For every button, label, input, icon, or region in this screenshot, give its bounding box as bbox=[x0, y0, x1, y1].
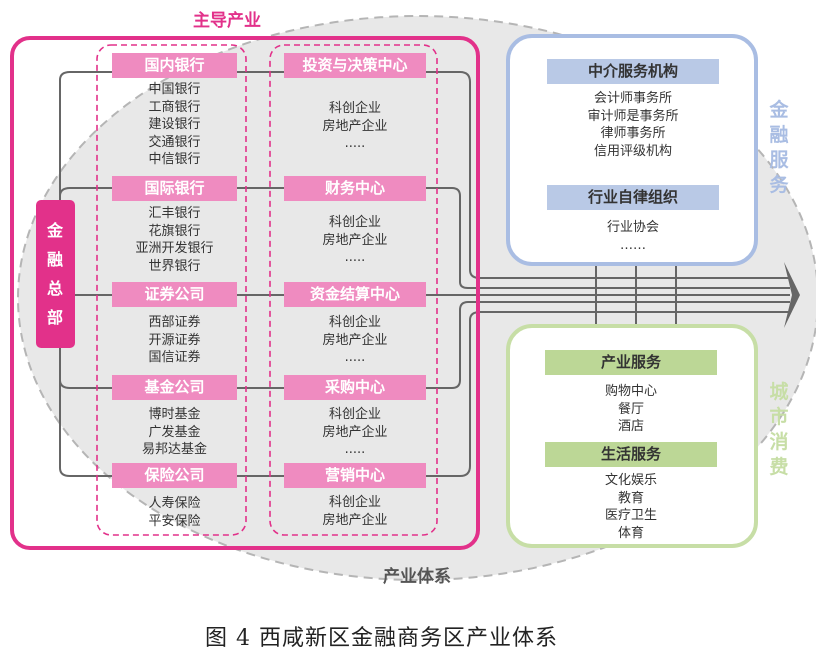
list-item: 建设银行 bbox=[148, 117, 201, 132]
list-self-regulatory: 行业协会 …… bbox=[547, 219, 719, 254]
list-settlement-center: 科创企业 房地产企业 ..... bbox=[284, 314, 426, 367]
list-item: 科创企业 bbox=[328, 315, 381, 330]
urban-consumption-frame bbox=[506, 324, 758, 548]
header-intermediary: 中介服务机构 bbox=[547, 59, 719, 84]
list-item: 科创企业 bbox=[328, 101, 381, 116]
list-item: …… bbox=[620, 237, 646, 253]
list-item: 行业协会 bbox=[606, 220, 659, 235]
list-item: ..... bbox=[344, 136, 366, 151]
list-item: 科创企业 bbox=[328, 407, 381, 422]
list-item: 餐厅 bbox=[617, 401, 644, 417]
header-insurance: 保险公司 bbox=[112, 463, 237, 488]
list-item: 酒店 bbox=[617, 419, 644, 434]
header-domestic-banks: 国内银行 bbox=[112, 53, 237, 78]
urban-consumption-text: 城市消费 bbox=[769, 381, 789, 478]
flow-arrow-head bbox=[784, 262, 800, 328]
header-self-regulatory: 行业自律组织 bbox=[547, 185, 719, 210]
list-item: 汇丰银行 bbox=[148, 206, 201, 221]
list-insurance: 人寿保险 平安保险 bbox=[112, 495, 237, 530]
industry-system-label: 产业体系 bbox=[383, 567, 451, 587]
list-finance-center: 科创企业 房地产企业 ..... bbox=[284, 214, 426, 267]
header-life-service: 生活服务 bbox=[545, 442, 717, 467]
list-item: 中国银行 bbox=[148, 82, 201, 97]
list-item: 教育 bbox=[617, 490, 644, 506]
list-item: 房地产企业 bbox=[322, 424, 388, 440]
list-item: 博时基金 bbox=[148, 407, 201, 422]
header-international-banks: 国际银行 bbox=[112, 176, 237, 201]
list-industry-service: 购物中心 餐厅 酒店 bbox=[545, 383, 717, 436]
list-item: 房地产企业 bbox=[322, 332, 388, 348]
finance-hq-label: 金融总部 bbox=[42, 216, 68, 332]
right-column-frame bbox=[269, 44, 438, 536]
list-investment-center: 科创企业 房地产企业 ..... bbox=[284, 100, 426, 153]
list-item: 西部证券 bbox=[148, 315, 201, 330]
list-domestic-banks: 中国银行 工商银行 建设银行 交通银行 中信银行 bbox=[112, 81, 237, 169]
header-investment-center: 投资与决策中心 bbox=[284, 53, 426, 78]
list-life-service: 文化娱乐 教育 医疗卫生 体育 bbox=[545, 472, 717, 542]
list-item: 科创企业 bbox=[328, 215, 381, 230]
list-item: 医疗卫生 bbox=[604, 508, 657, 523]
figure-caption: 图 4 西咸新区金融商务区产业体系 bbox=[205, 626, 558, 651]
list-item: 交通银行 bbox=[148, 134, 201, 150]
list-securities: 西部证券 开源证券 国信证券 bbox=[112, 314, 237, 367]
list-item: 房地产企业 bbox=[322, 118, 388, 134]
header-securities: 证券公司 bbox=[112, 282, 237, 307]
list-item: ..... bbox=[344, 250, 366, 265]
left-column-frame bbox=[96, 44, 247, 536]
list-item: 文化娱乐 bbox=[604, 473, 657, 488]
finance-hq-box bbox=[36, 200, 75, 348]
list-item: ..... bbox=[344, 350, 366, 365]
flow-lines bbox=[59, 71, 790, 477]
list-item: 花旗银行 bbox=[148, 223, 201, 239]
header-funds: 基金公司 bbox=[112, 375, 237, 400]
list-item: 人寿保险 bbox=[148, 496, 201, 511]
list-item: 律师事务所 bbox=[600, 126, 666, 141]
list-item: 审计师是事务所 bbox=[587, 108, 679, 124]
list-funds: 博时基金 广发基金 易邦达基金 bbox=[112, 406, 237, 459]
list-item: 中信银行 bbox=[148, 152, 201, 167]
finance-service-text: 金融服务 bbox=[769, 99, 789, 196]
list-item: ..... bbox=[344, 442, 366, 457]
header-procurement-center: 采购中心 bbox=[284, 375, 426, 400]
urban-consumption-label: 城市消费 bbox=[766, 380, 792, 480]
list-item: 广发基金 bbox=[148, 424, 201, 440]
list-procurement-center: 科创企业 房地产企业 ..... bbox=[284, 406, 426, 459]
list-international-banks: 汇丰银行 花旗银行 亚洲开发银行 世界银行 bbox=[112, 205, 237, 275]
list-item: 科创企业 bbox=[328, 495, 381, 510]
header-settlement-center: 资金结算中心 bbox=[284, 282, 426, 307]
list-item: 工商银行 bbox=[148, 99, 201, 115]
list-item: 平安保险 bbox=[148, 513, 201, 529]
list-item: 房地产企业 bbox=[322, 512, 388, 528]
list-item: 亚洲开发银行 bbox=[135, 241, 214, 256]
list-item: 信用评级机构 bbox=[593, 143, 672, 159]
list-item: 房地产企业 bbox=[322, 232, 388, 248]
list-item: 易邦达基金 bbox=[141, 442, 207, 457]
list-item: 开源证券 bbox=[148, 332, 201, 348]
list-item: 国信证券 bbox=[148, 350, 201, 365]
finance-hq-text: 金融总部 bbox=[46, 221, 63, 327]
list-intermediary: 会计师事务所 审计师是事务所 律师事务所 信用评级机构 bbox=[547, 90, 719, 160]
list-item: 购物中心 bbox=[604, 384, 657, 399]
leading-industry-frame bbox=[10, 36, 480, 550]
list-item: 会计师事务所 bbox=[593, 91, 672, 106]
header-industry-service: 产业服务 bbox=[545, 350, 717, 375]
header-marketing-center: 营销中心 bbox=[284, 463, 426, 488]
list-item: 世界银行 bbox=[148, 258, 201, 274]
list-marketing-center: 科创企业 房地产企业 bbox=[284, 494, 426, 529]
finance-service-label: 金融服务 bbox=[766, 98, 792, 198]
header-finance-center: 财务中心 bbox=[284, 176, 426, 201]
leading-industry-label: 主导产业 bbox=[193, 11, 261, 31]
list-item: 体育 bbox=[617, 525, 644, 541]
